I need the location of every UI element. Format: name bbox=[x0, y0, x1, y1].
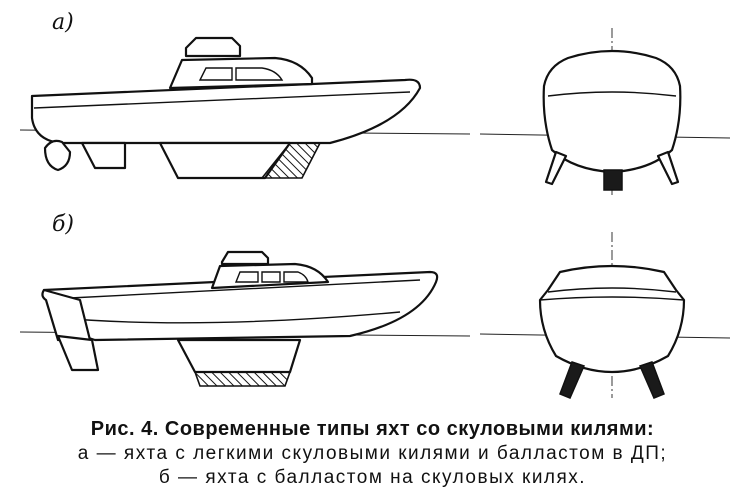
caption-title: Рис. 4. Современные типы яхт со скуловым… bbox=[90, 418, 655, 440]
caption-line-b: б — яхта с балластом на скуловых килях. bbox=[158, 467, 587, 488]
ballast-keel-b-left bbox=[559, 361, 586, 399]
propeller-a bbox=[43, 139, 72, 172]
front-hull-b bbox=[538, 264, 686, 374]
ballast-b bbox=[193, 371, 292, 387]
window-a1 bbox=[198, 67, 233, 81]
window-b1 bbox=[234, 271, 259, 283]
yacht-b-side-view bbox=[19, 250, 471, 387]
hull-a bbox=[30, 78, 422, 145]
window-b3 bbox=[283, 271, 309, 283]
rudder-a bbox=[80, 141, 127, 170]
bilge-keel-b bbox=[176, 338, 302, 374]
rudder-b bbox=[56, 334, 100, 372]
caption-line-a: а — яхта с легкими скуловыми килями и ба… bbox=[77, 443, 668, 464]
label-b: б) bbox=[52, 212, 75, 237]
roof-b bbox=[220, 250, 270, 266]
center-ballast-a bbox=[603, 169, 623, 191]
window-b2 bbox=[261, 271, 281, 283]
yacht-b-front-view bbox=[479, 232, 731, 399]
figure-caption: Рис. 4. Современные типы яхт со скуловым… bbox=[0, 416, 745, 490]
label-a: а) bbox=[52, 10, 74, 35]
cabin-a bbox=[168, 56, 314, 90]
yacht-a-side-view bbox=[19, 36, 471, 180]
bilge-keel-a-left bbox=[544, 150, 568, 186]
ballast-keel-b-right bbox=[638, 361, 665, 399]
yacht-a-front-view bbox=[479, 28, 731, 195]
bilge-keel-a-right bbox=[656, 150, 680, 186]
yacht-diagram bbox=[19, 28, 731, 399]
front-hull-a bbox=[542, 49, 682, 174]
window-a2 bbox=[235, 67, 284, 81]
roof-a bbox=[184, 36, 242, 58]
